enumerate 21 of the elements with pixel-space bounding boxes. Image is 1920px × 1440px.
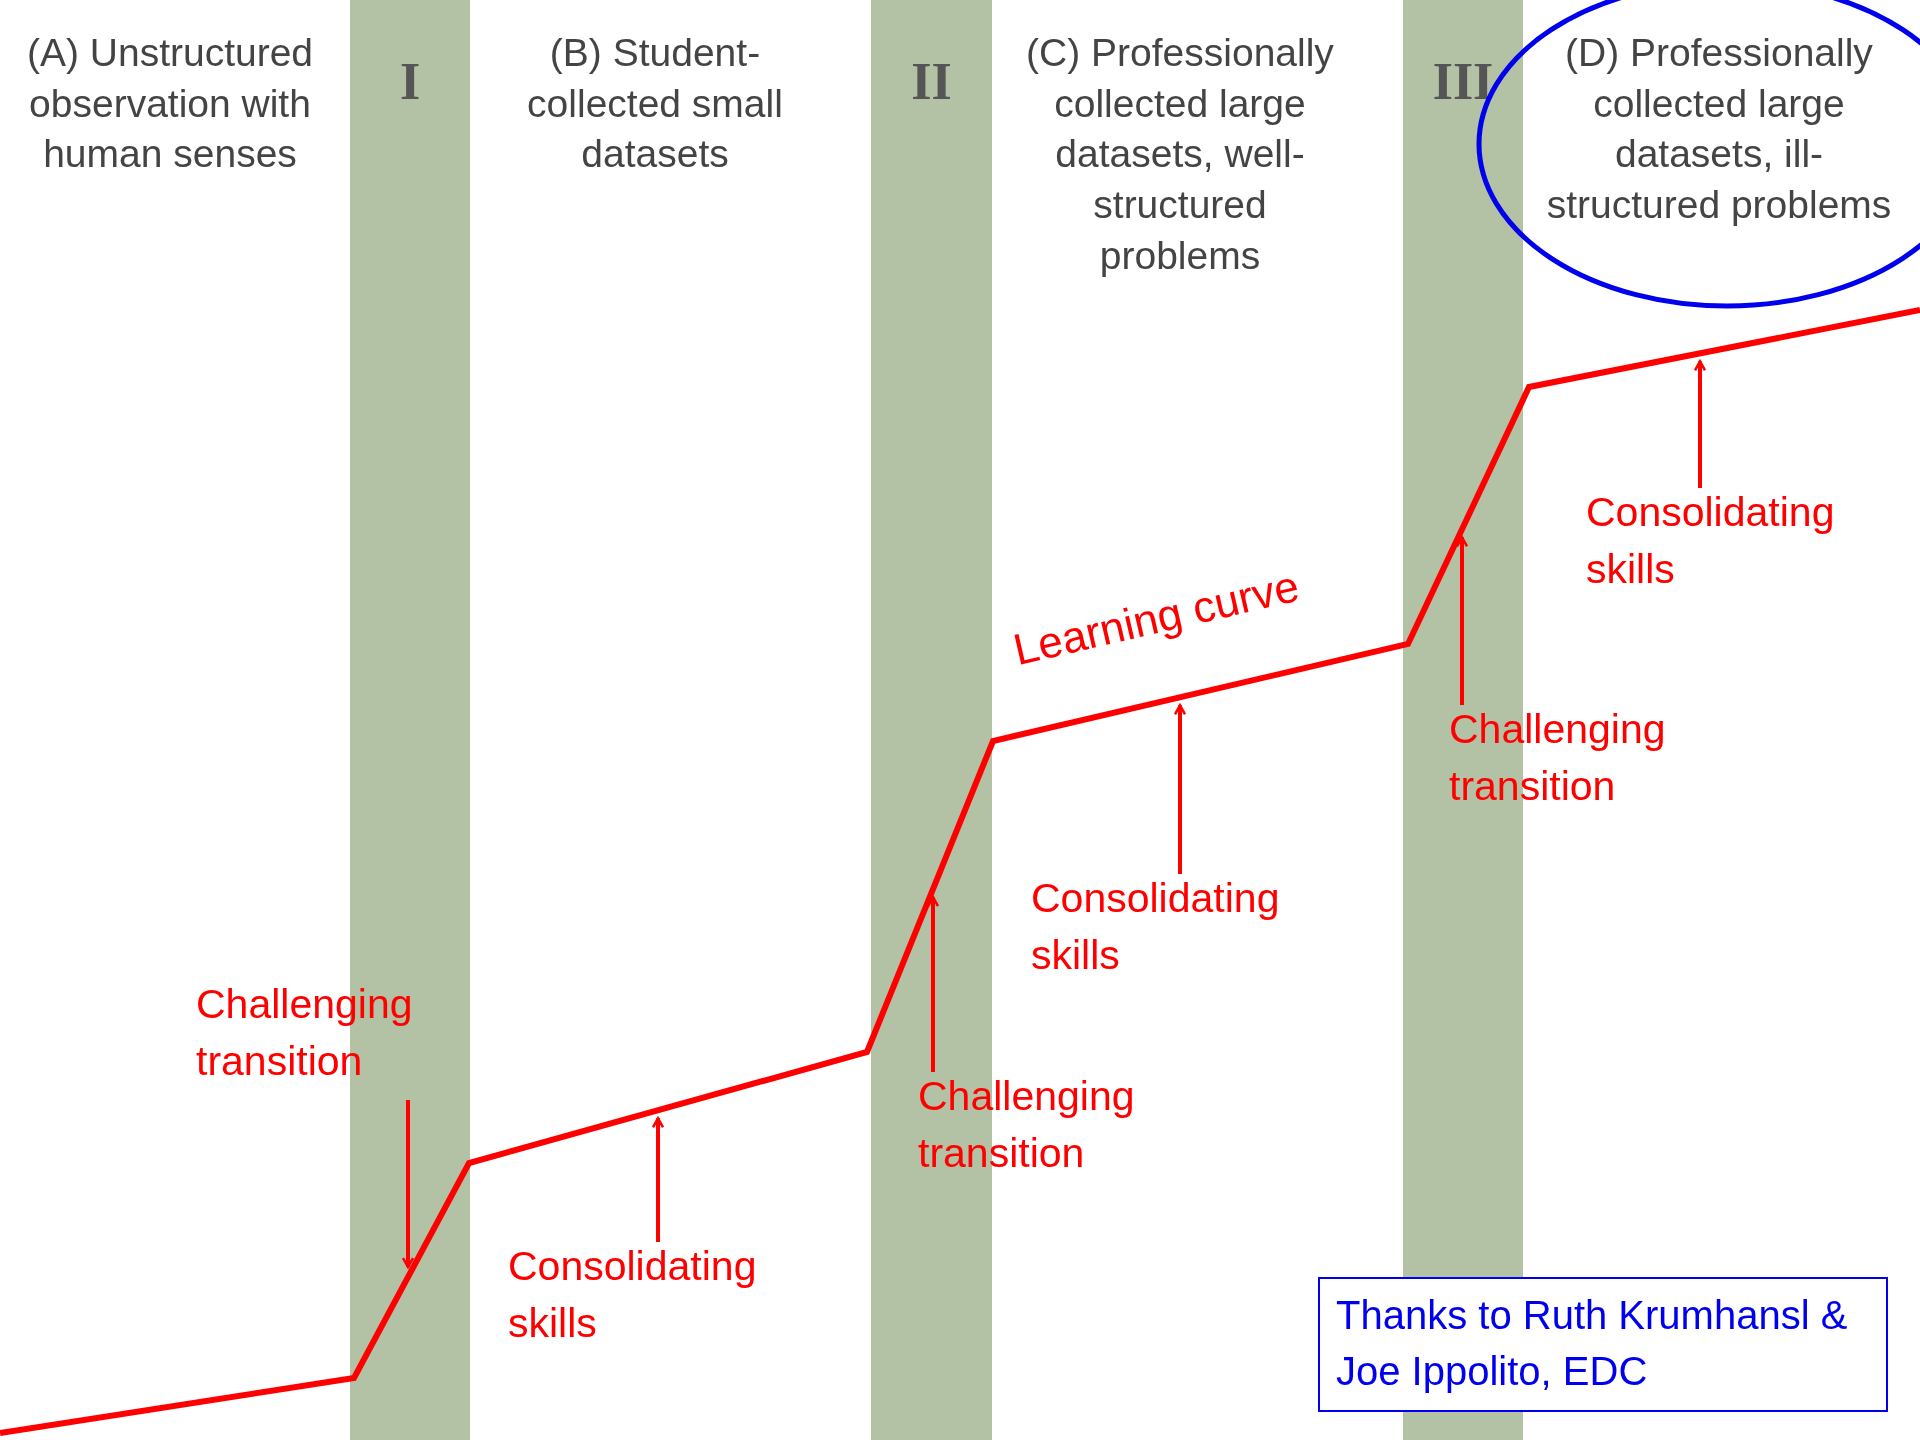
stage-numeral: II xyxy=(910,52,953,111)
stage-numeral: I xyxy=(398,52,422,111)
stage-heading: (B) Student-collected small datasets xyxy=(500,28,810,188)
leader-arrow xyxy=(401,1100,415,1269)
annotation-text: Challenging transition xyxy=(918,1068,1178,1188)
learning-curve-line xyxy=(0,307,1920,1436)
leader-arrow xyxy=(651,1117,665,1242)
stage-heading: (C) Professionally collected large datasets, well-structured problems xyxy=(1010,28,1350,288)
annotation-text: Challenging transition xyxy=(1449,701,1709,821)
stage-heading: (A) Unstructured observation with human senses xyxy=(0,28,340,188)
stage-numeral: III xyxy=(1431,52,1495,111)
curve-label: Learning curve xyxy=(1008,560,1304,675)
annotation-text: Challenging transition xyxy=(196,976,456,1096)
annotation-text: Consolidating skills xyxy=(1031,870,1321,990)
annotation-text: Consolidating skills xyxy=(508,1238,798,1358)
leader-arrow xyxy=(1455,536,1469,705)
leader-arrow xyxy=(1693,360,1707,488)
annotation-text: Consolidating skills xyxy=(1586,484,1876,604)
stage-heading: (D) Professionally collected large datasets, ill-structured problems xyxy=(1545,30,1893,229)
leader-arrow xyxy=(926,895,940,1072)
leader-arrow xyxy=(1173,704,1187,874)
